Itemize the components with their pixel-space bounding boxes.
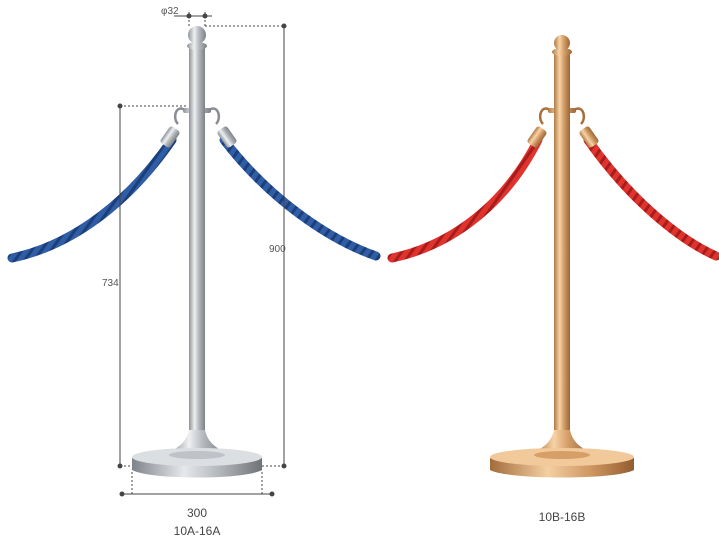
- blue-rope-left: [7, 135, 177, 263]
- red-rope-left: [387, 135, 543, 263]
- dimension-lines: [117, 12, 287, 497]
- dimension-base-width-label: 300: [186, 506, 208, 520]
- dimension-hook-height-label: 734: [102, 278, 119, 289]
- dimension-diameter-label: φ32: [161, 6, 179, 17]
- dimension-total-height-label: 900: [269, 244, 286, 255]
- blue-rope-right: [219, 135, 381, 261]
- silver-stanchion: [7, 26, 381, 478]
- right-model-label: 10B-16B: [538, 510, 586, 524]
- left-model-label: 10A-16A: [173, 524, 221, 538]
- red-rope-right: [583, 135, 719, 261]
- gold-stanchion: [387, 35, 719, 478]
